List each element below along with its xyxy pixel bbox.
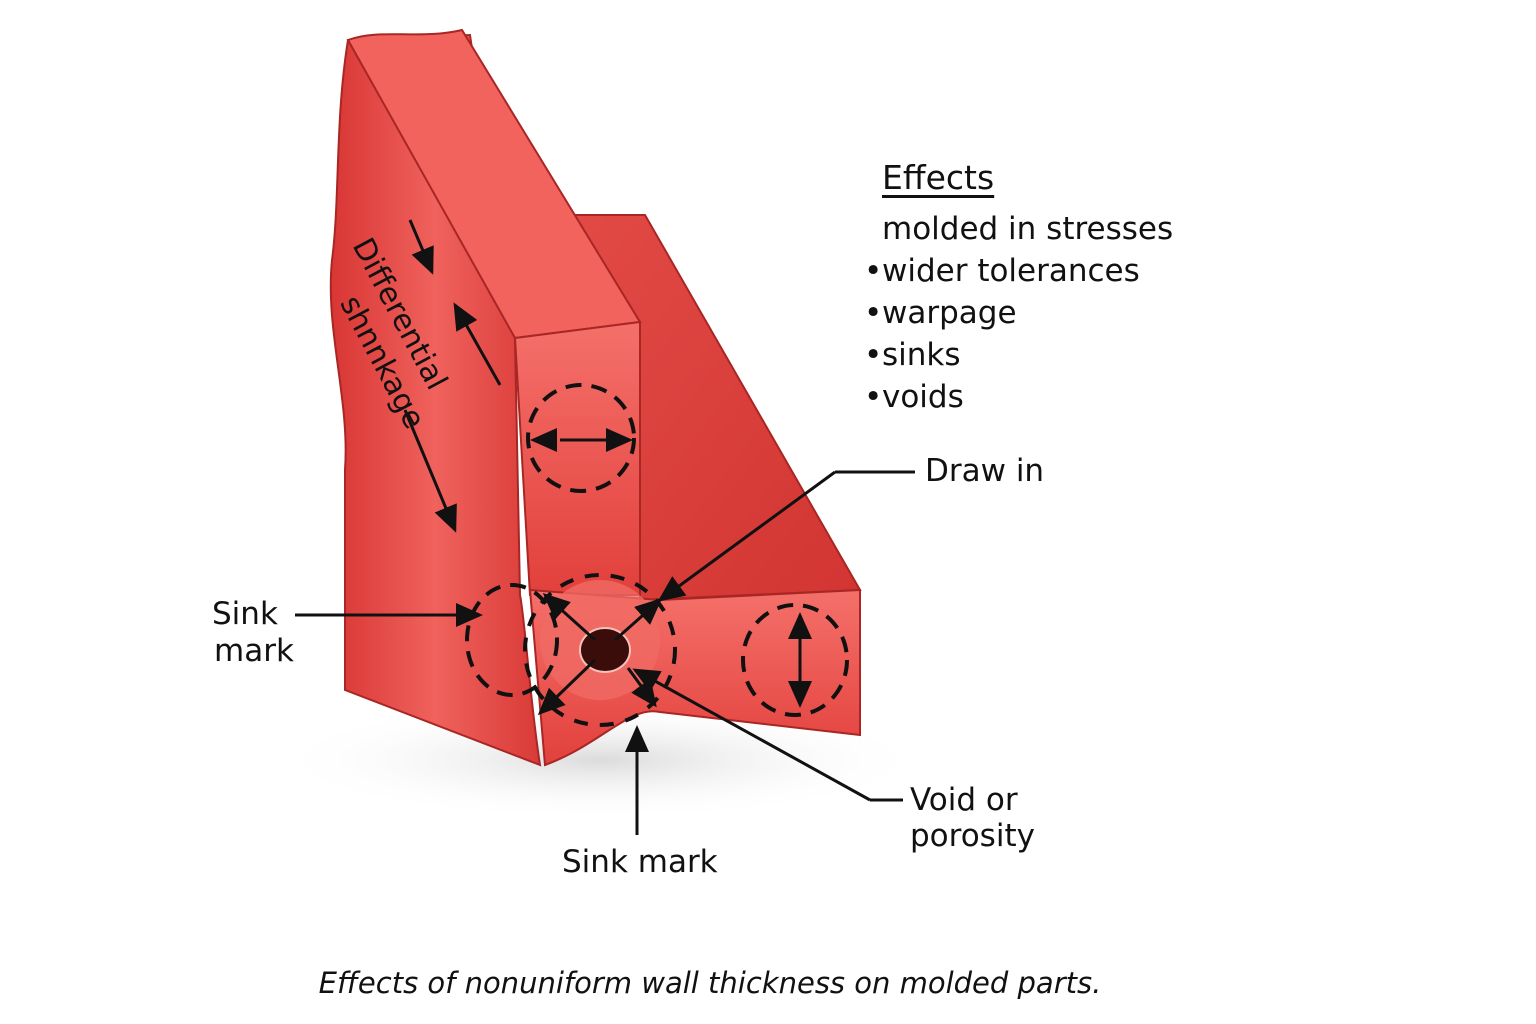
- bullet: •: [864, 253, 883, 289]
- effects-item-text: sinks: [882, 337, 961, 373]
- bullet: •: [864, 337, 883, 373]
- effects-title: Effects: [882, 158, 995, 197]
- effects-item-text: warpage: [882, 295, 1017, 331]
- junction-circle: [523, 573, 677, 727]
- sink-mark-left-label-1: Sink: [212, 596, 278, 632]
- effects-item-text: voids: [882, 379, 964, 415]
- effects-lead-text: molded in stresses: [882, 211, 1174, 247]
- draw-in-label: Draw in: [925, 453, 1045, 489]
- bullet: •: [864, 295, 883, 331]
- effects-item: •voids: [864, 376, 1173, 418]
- bullet: •: [864, 379, 883, 415]
- void-label-2: porosity: [910, 818, 1035, 854]
- sink-mark-bottom-label: Sink mark: [562, 844, 718, 880]
- void-label-1: Void or: [910, 782, 1018, 818]
- sink-circle: [465, 583, 559, 697]
- void-leader: [632, 668, 871, 802]
- effects-list: molded in stresses •wider tolerances •wa…: [864, 208, 1173, 418]
- effects-item: •warpage: [864, 292, 1173, 334]
- effects-item: •wider tolerances: [864, 250, 1173, 292]
- effects-lead: molded in stresses: [864, 208, 1173, 250]
- effects-item: •sinks: [864, 334, 1173, 376]
- drop-shadow: [270, 700, 930, 820]
- wall-top-edge: [346, 28, 642, 340]
- shrinkage-arrow: [408, 219, 434, 275]
- sink-mark-left-label-2: mark: [214, 633, 294, 669]
- wall-end-face: [513, 320, 641, 596]
- effects-item-text: wider tolerances: [882, 253, 1140, 289]
- figure-caption: Effects of nonuniform wall thickness on …: [318, 966, 1102, 1000]
- draw-in-leader: [657, 470, 836, 602]
- wall-thickness-circle: [526, 383, 636, 493]
- base-thickness-circle: [741, 603, 849, 717]
